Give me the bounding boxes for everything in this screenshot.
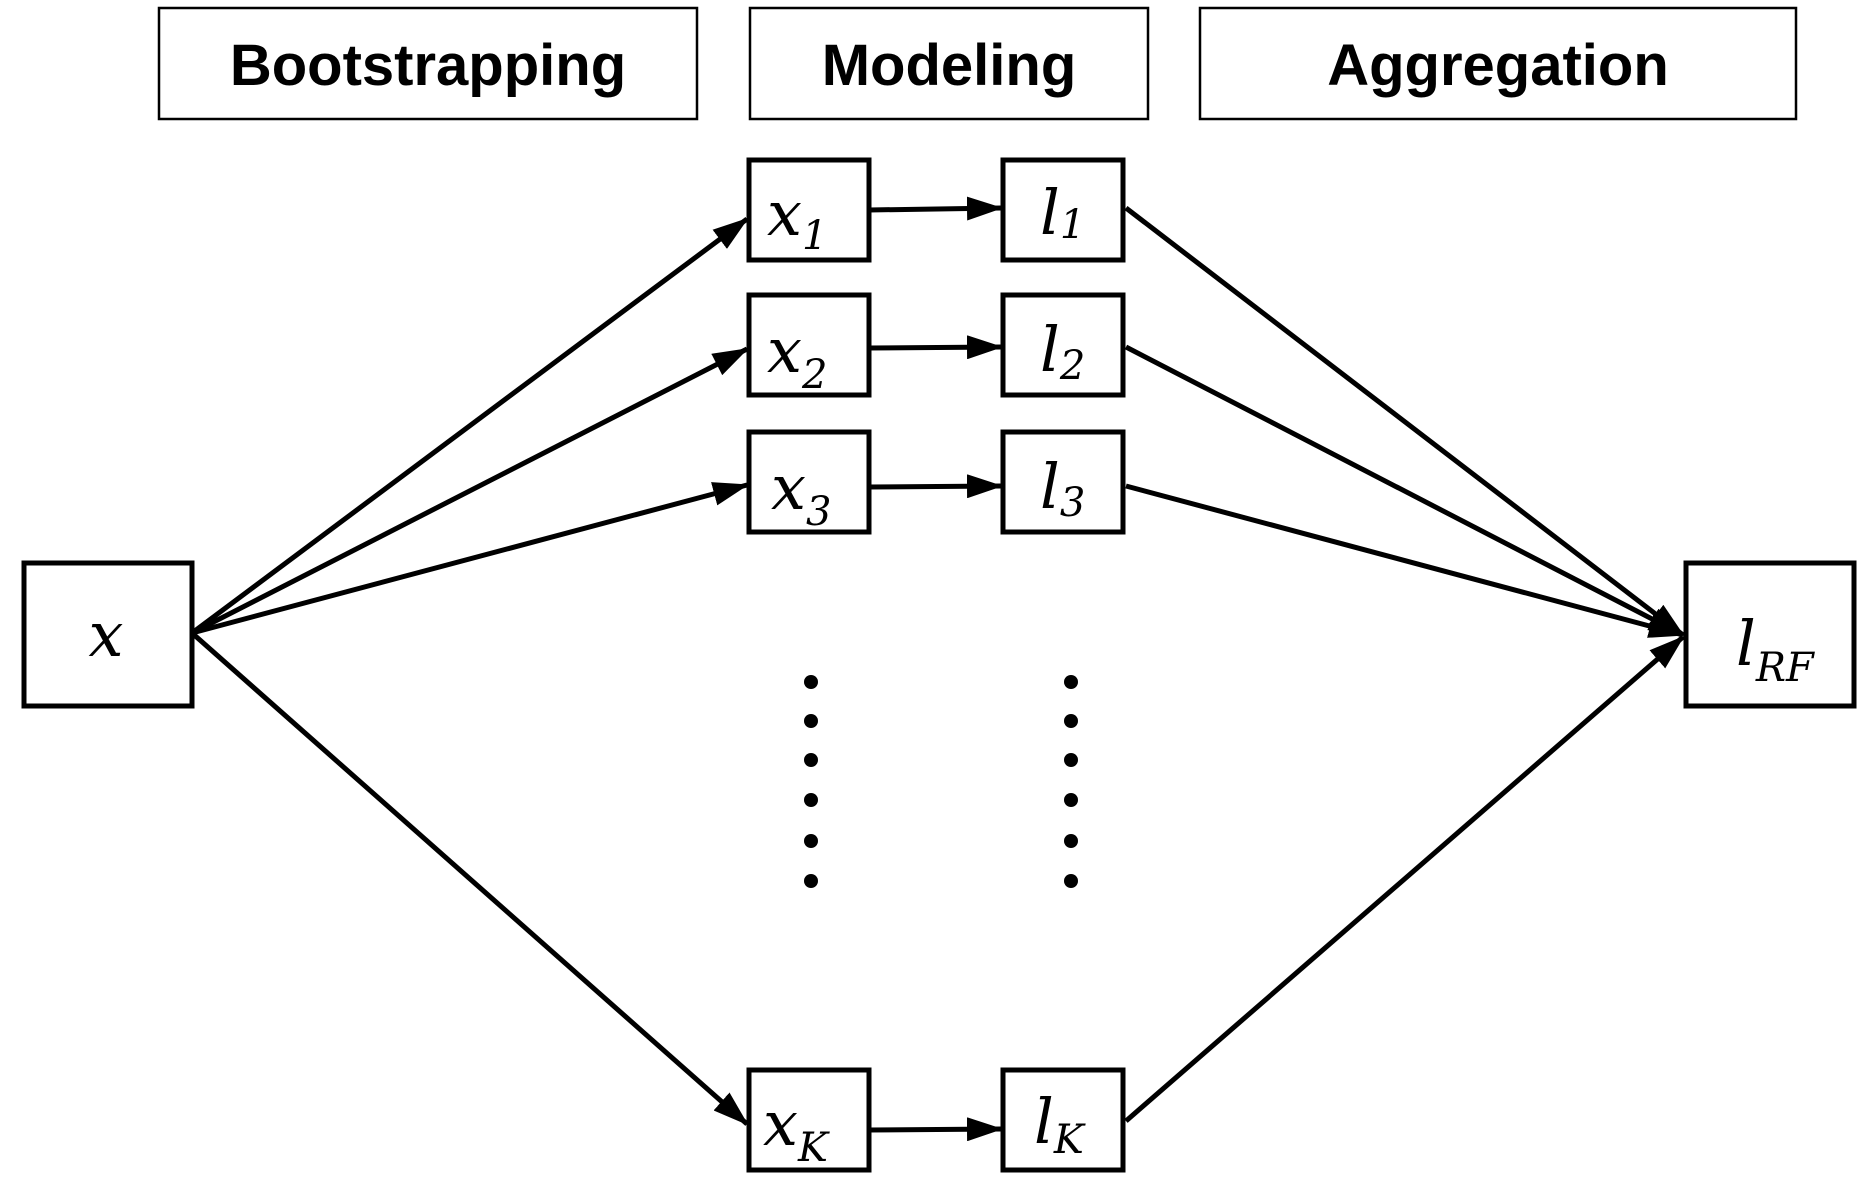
output-node-label: lRF — [1736, 607, 1815, 691]
stage-bootstrapping-label: Bootstrapping — [230, 33, 626, 98]
sample-node-1: x1 — [746, 157, 872, 263]
edge-x-to-xk — [190, 631, 749, 1126]
stage-aggregation-label: Aggregation — [1327, 33, 1669, 98]
input-node-label: x — [89, 598, 124, 671]
edge-x-to-x3 — [191, 482, 749, 636]
sample-node-k: xK — [746, 1067, 872, 1173]
edge-x-to-x2 — [190, 346, 749, 636]
edge-lk-to-lrf — [1124, 635, 1685, 1123]
input-node: x — [21, 560, 195, 709]
learner-node-3-label: l3 — [1040, 450, 1085, 526]
edge-l1-to-lrf — [1124, 206, 1685, 637]
edges-aggregation — [1124, 206, 1685, 1123]
edge-xk-to-lk — [868, 1117, 1003, 1142]
edge-x2-to-l2 — [868, 335, 1003, 360]
learner-node-1-label: l1 — [1040, 176, 1085, 249]
edge-l2-to-lrf — [1124, 344, 1685, 638]
learner-node-2: l2 — [1000, 292, 1126, 398]
learner-node-3: l3 — [1000, 429, 1126, 535]
edge-l3-to-lrf — [1125, 483, 1685, 638]
edge-x1-to-l1 — [868, 196, 1003, 221]
output-node: lRF — [1683, 560, 1857, 709]
learner-node-2-label: l2 — [1040, 313, 1085, 389]
stage-aggregation: Aggregation — [1198, 6, 1798, 121]
learner-node-k-label: lK — [1034, 1085, 1086, 1163]
stage-modeling: Modeling — [748, 6, 1150, 121]
stage-modeling-label: Modeling — [822, 33, 1077, 98]
sample-node-1-label: x1 — [767, 177, 827, 259]
learner-node-1: l1 — [1000, 157, 1126, 263]
sample-node-k-label: xK — [763, 1087, 830, 1171]
sample-node-3: x3 — [746, 429, 872, 535]
edges-bootstrap — [190, 216, 749, 1126]
sample-node-2-label: x2 — [767, 314, 827, 398]
sample-node-2: x2 — [746, 292, 872, 398]
stage-bootstrapping: Bootstrapping — [157, 6, 699, 121]
edge-x-to-x1 — [190, 216, 749, 636]
sample-node-3-label: x3 — [771, 451, 831, 535]
edges-modeling — [868, 196, 1003, 1142]
edge-x3-to-l3 — [868, 474, 1003, 499]
learner-node-k: lK — [1000, 1067, 1126, 1173]
ellipsis-learners — [1064, 675, 1078, 888]
ellipsis-samples — [804, 675, 818, 888]
